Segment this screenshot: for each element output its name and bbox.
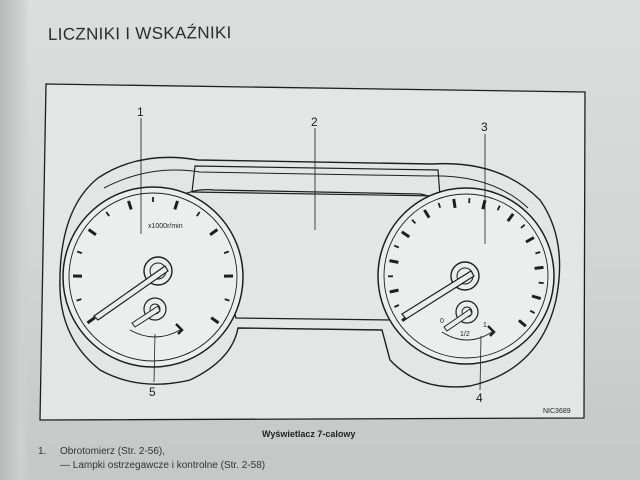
speedo-tick	[452, 198, 457, 209]
speedo-tick	[389, 288, 399, 294]
tach-tick	[127, 200, 133, 210]
speedo-tick	[506, 212, 515, 223]
callout-2: 2	[311, 115, 318, 129]
callout-3: 3	[481, 120, 488, 134]
fuel-arc	[441, 331, 493, 341]
speedo-tick	[529, 309, 536, 314]
tach-tick	[223, 250, 230, 254]
tach-tick	[86, 316, 96, 325]
list-item-1-number: 1.	[38, 446, 47, 457]
speedo-bezel-inner	[383, 193, 549, 359]
callout-5-leader	[153, 333, 156, 383]
tach-tick	[87, 228, 97, 237]
fuel-full-marker	[487, 325, 496, 337]
callout-4: 4	[476, 391, 483, 405]
list-item-1-text: Obrotomierz (Str. 2-56),	[60, 446, 166, 457]
speedo-tick	[400, 230, 411, 239]
speedo-tick	[423, 209, 431, 219]
page-binding	[0, 0, 30, 480]
speedo-tick	[534, 265, 544, 270]
tach-bezel-inner	[68, 192, 238, 362]
tach-ticks	[72, 197, 234, 325]
tach-unit-label: x1000r/min	[148, 223, 183, 230]
tach-tick	[210, 316, 220, 325]
speedo-tick	[517, 319, 527, 328]
speedo-tick	[525, 236, 535, 244]
cluster-housing-inner	[103, 169, 529, 209]
tachometer: x1000r/min	[62, 186, 244, 368]
fuel-needle	[443, 308, 473, 332]
speedometer: 0 1/2 1	[377, 187, 555, 365]
fuel-half-label: 1/2	[460, 331, 470, 338]
tach-tick	[209, 228, 219, 237]
tach-tick	[196, 211, 201, 217]
speedo-tick	[393, 244, 400, 249]
speedo-tick	[411, 219, 417, 225]
cluster-housing	[59, 156, 561, 388]
tach-tick	[173, 200, 179, 210]
speedo-tick	[496, 205, 501, 211]
figure-id: NIC3689	[543, 408, 571, 415]
tach-tick	[224, 298, 230, 302]
temp-needle	[131, 305, 161, 328]
speedo-tick	[389, 259, 399, 264]
tach-needle	[93, 265, 169, 321]
callout-4-leader	[479, 335, 482, 391]
list-item-1-subtext: — Lampki ostrzegawcze i kontrolne (Str. …	[60, 460, 266, 471]
tach-tick	[76, 298, 82, 302]
temp-hot-marker	[175, 323, 184, 335]
fuel-full-label: 1	[483, 322, 487, 329]
tach-tick	[76, 250, 83, 254]
tach-tick	[105, 211, 110, 217]
speedo-tick	[520, 224, 526, 229]
speedo-tick	[437, 202, 442, 209]
fuel-empty-label: 0	[440, 318, 444, 325]
callout-1: 1	[137, 105, 144, 119]
figure-caption: Wyświetlacz 7-calowy	[262, 429, 356, 439]
speedo-tick	[535, 251, 541, 255]
speedo-needle	[401, 270, 475, 320]
callout-5: 5	[149, 385, 156, 399]
speedo-tick	[394, 304, 400, 308]
speedo-tick	[531, 294, 542, 301]
